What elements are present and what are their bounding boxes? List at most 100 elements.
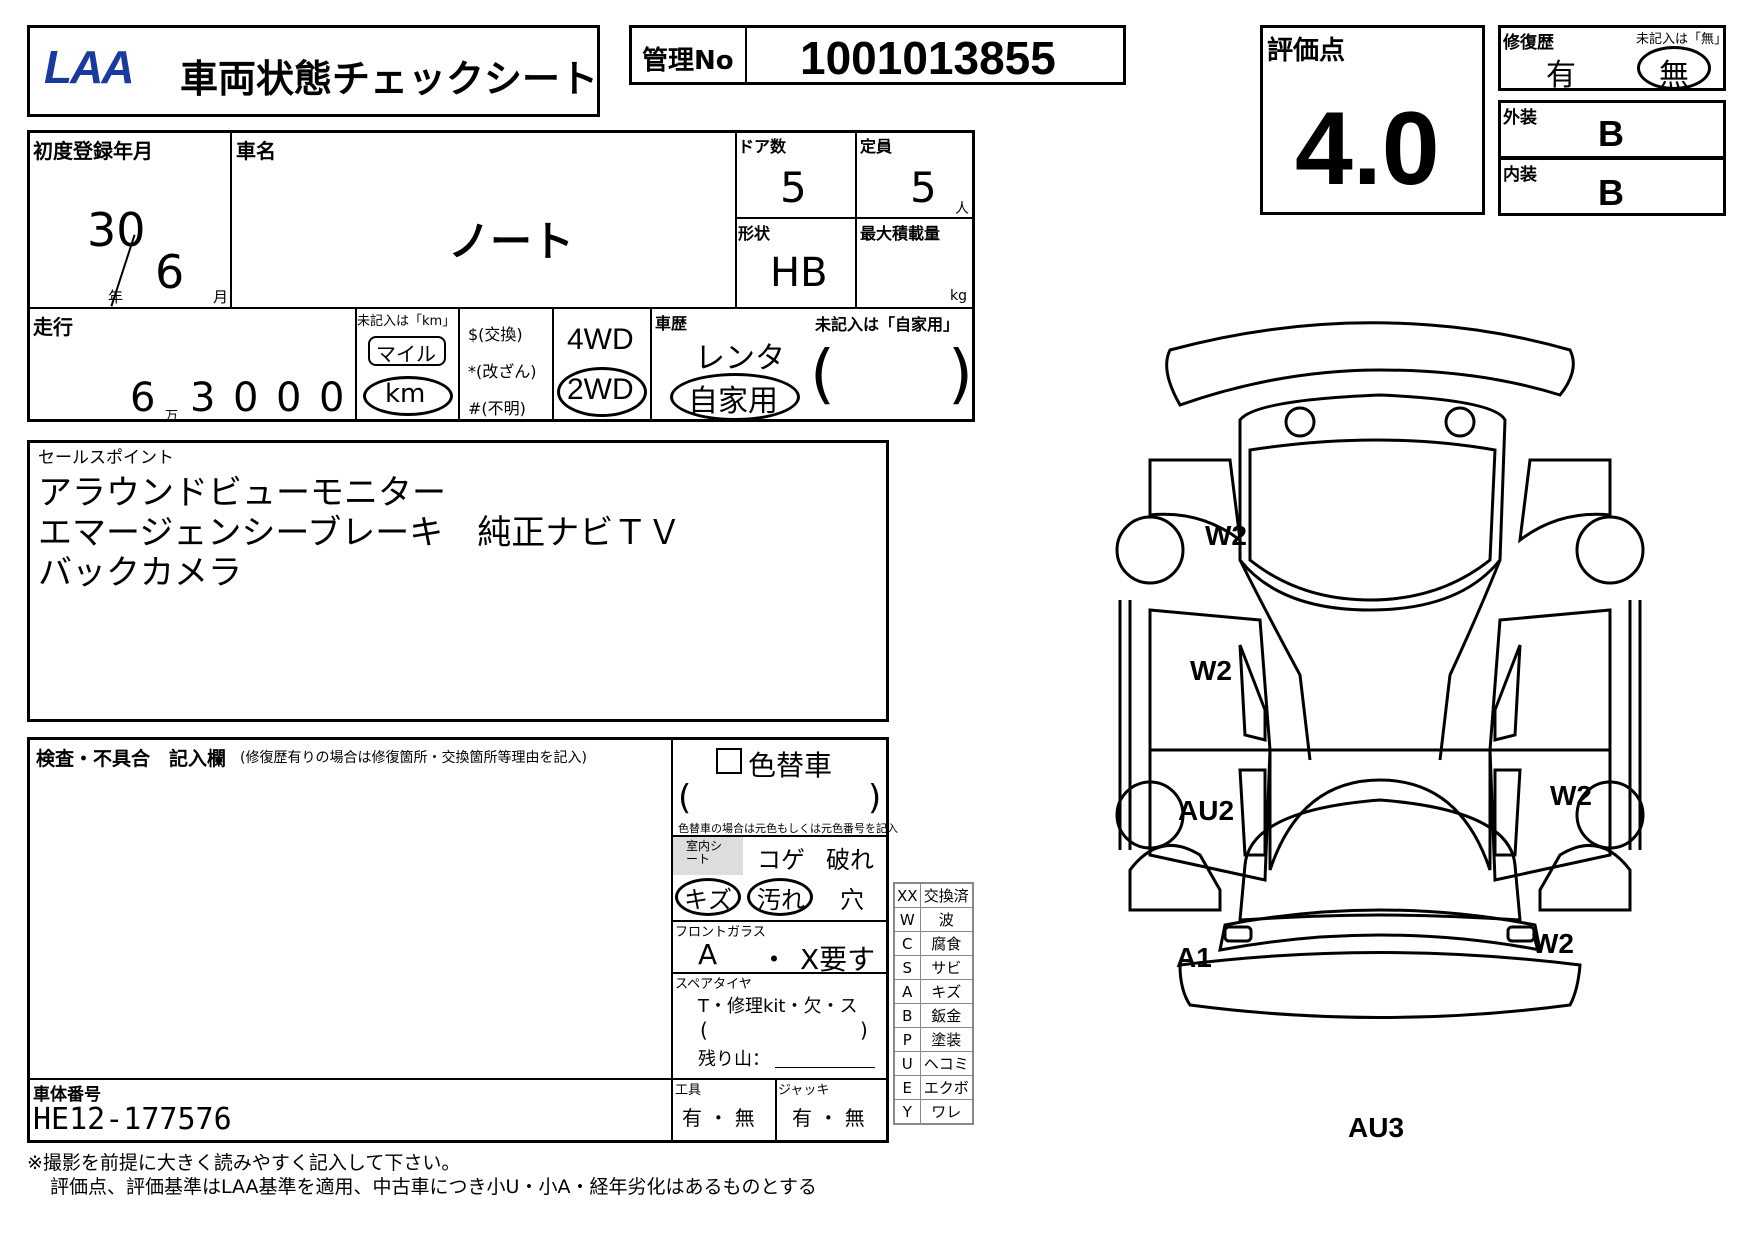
damage-hood-left: W2 [1205, 520, 1247, 551]
exterior-box: 外装 B [1498, 100, 1726, 159]
legend-desc: 波 [919, 907, 974, 932]
shape-label: 形状 [738, 224, 771, 243]
legend-desc: 腐食 [919, 931, 974, 956]
mileage-digit-3: 0 [233, 375, 259, 421]
registration-month: 6 [155, 245, 185, 299]
legend-code: B [893, 1003, 921, 1028]
grade-label: 評価点 [1267, 36, 1346, 66]
repair-history-label: 修復歴 [1503, 33, 1554, 53]
color-change-checkbox [716, 748, 742, 774]
interior-value: B [1598, 172, 1624, 213]
color-change-paren-close: ) [868, 778, 882, 818]
sales-point-3: バックカメラ [38, 553, 242, 593]
car-name-label: 車名 [236, 139, 276, 163]
doors-label: ドア数 [738, 137, 787, 156]
front-glass-x: X要す [800, 943, 876, 976]
legend-code: P [893, 1027, 921, 1052]
seat-yogore-circle [747, 878, 813, 916]
jack-options: 有 ・ 無 [792, 1106, 865, 1130]
car-diagram [1115, 321, 1645, 1019]
legend-desc: エクボ [919, 1075, 974, 1100]
mileage-unit-note: 未記入は「km」 [357, 314, 456, 329]
car-history-private: 自家用 [688, 384, 778, 419]
capacity-value: 5 [910, 163, 937, 212]
footer-line-2: 評価点、評価基準はLAA基準を適用、中古車につき小U・小A・経年劣化はあるものと… [50, 1176, 817, 1198]
damage-rear-right-door: W2 [1550, 780, 1592, 811]
vin-value: HE12-177576 [33, 1102, 232, 1137]
sales-points-box: セールスポイント アラウンドビューモニター エマージェンシーブレーキ 純正ナビＴ… [27, 440, 889, 722]
color-change-label: 色替車 [748, 749, 833, 782]
mgmt-number-box: 管理No 1001013855 [629, 25, 1126, 85]
legend-desc: 塗装 [919, 1027, 974, 1052]
mileage-digit-2: 3 [190, 375, 216, 421]
rear-fender-left [1128, 843, 1222, 912]
seat-yabure: 破れ [826, 846, 874, 874]
car-history-rental: レンタ [695, 341, 785, 376]
capacity-unit: 人 [955, 201, 969, 217]
a-pillar-left [1238, 559, 1312, 761]
legend-code: C [893, 931, 921, 956]
rear-fender-right [1538, 843, 1632, 912]
legend-desc: サビ [919, 955, 974, 980]
legend-desc: ワレ [919, 1099, 974, 1125]
sym-tamper: *(改ざん) [468, 362, 537, 381]
car-history-paren-close: ) [948, 338, 973, 412]
repair-no-circle [1637, 46, 1711, 90]
tools-label: 工具 [675, 1083, 702, 1098]
mileage-digit-5: 0 [319, 375, 345, 421]
legend-desc: 鈑金 [919, 1003, 974, 1028]
rear-left-door [1148, 748, 1272, 882]
legend-desc: 交換済 [919, 882, 974, 908]
left-mirror [1238, 644, 1267, 742]
right-mirror [1493, 644, 1522, 742]
front-glass-label: フロントガラス [675, 925, 766, 940]
registration-year: 30 [87, 203, 146, 257]
taillight-left [1223, 925, 1253, 943]
front-bumper [1165, 321, 1575, 407]
wheel-rear-left [1115, 780, 1185, 850]
tailgate [1238, 798, 1522, 922]
legend-code: W [893, 907, 921, 932]
mile-label: マイル [376, 342, 436, 366]
mileage-digit-1: 6 [130, 375, 156, 421]
spare-tire-paren-close: ) [860, 1018, 868, 1042]
mileage-man: 万 [165, 409, 179, 424]
sym-exchange: $(交換) [468, 325, 523, 344]
right-window-rear [1493, 768, 1522, 857]
damage-rear-bumper: AU3 [1348, 1112, 1405, 1143]
jack-label: ジャッキ [778, 1083, 830, 1098]
body-left [1118, 600, 1132, 850]
spare-tire-options: T・修理kit・欠・ス [698, 996, 858, 1017]
a-pillar-right [1438, 559, 1502, 761]
spare-tire-remaining: 残り山： [698, 1049, 770, 1070]
seat-kizu: キズ [684, 886, 732, 914]
wheel-front-right [1575, 515, 1645, 585]
spare-tire-label: スペアタイヤ [675, 977, 752, 992]
spare-tire-paren-open: ( [700, 1018, 708, 1042]
tools-options: 有 ・ 無 [682, 1106, 755, 1130]
legend-code: U [893, 1051, 921, 1076]
front-glass-dot: ・ [760, 943, 789, 976]
headlight-right [1444, 406, 1476, 438]
registration-label: 初度登録年月 [33, 139, 153, 163]
car-history-note: 未記入は「自家用」 [815, 315, 960, 334]
grade-box: 評価点 4.0 [1260, 25, 1485, 215]
front-fender-right [1518, 458, 1612, 544]
shape-value: HB [770, 250, 828, 296]
doors-value: 5 [780, 163, 807, 212]
car-name-value: ノート [448, 217, 575, 266]
front-glass-a: A [698, 938, 718, 971]
roof [1268, 748, 1492, 871]
rear-bumper [1178, 951, 1582, 1019]
max-load-label: 最大積載量 [860, 224, 941, 243]
sym-unknown: #(不明) [468, 399, 526, 418]
sales-point-2: エマージェンシーブレーキ 純正ナビＴＶ [38, 513, 682, 553]
grade-value: 4.0 [1295, 91, 1440, 207]
car-history-private-circle [670, 373, 800, 421]
title-box: LAA 車両状態チェックシート [27, 25, 600, 117]
